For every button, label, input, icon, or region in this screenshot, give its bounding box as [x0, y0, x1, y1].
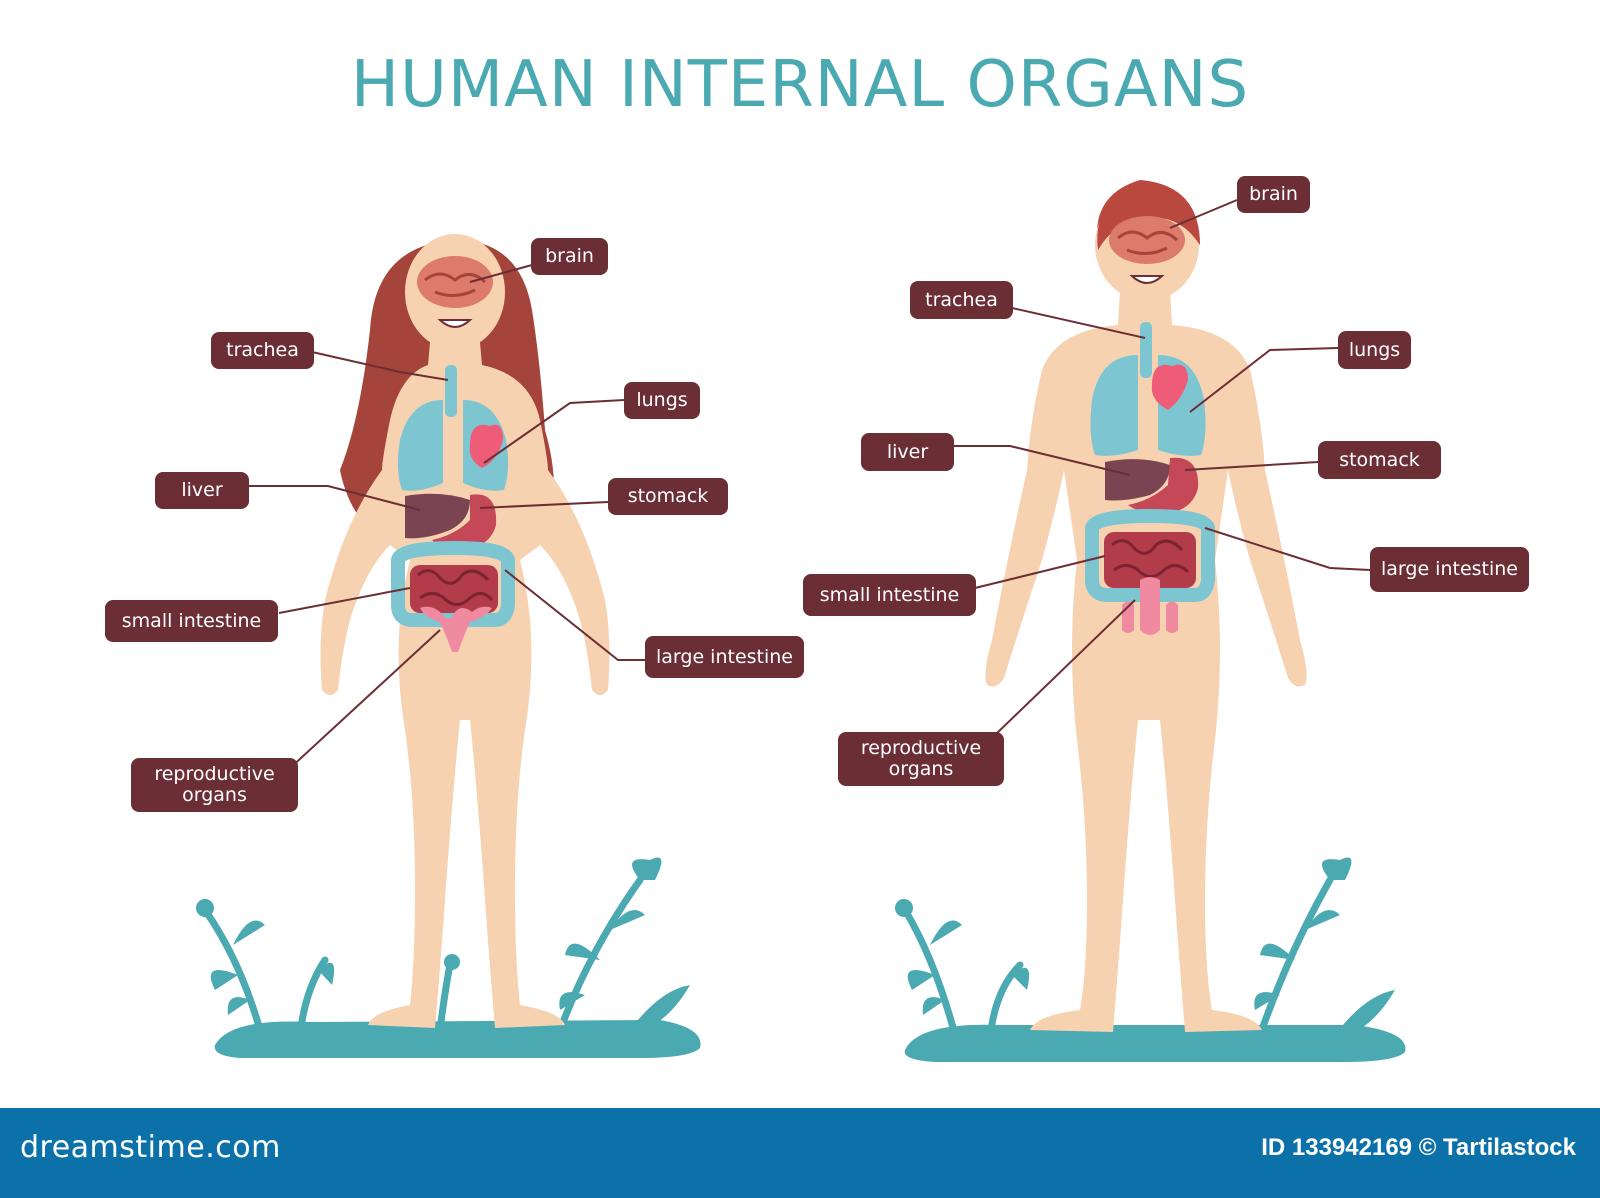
footer-site-link[interactable]: dreamstime.com: [20, 1130, 281, 1165]
male-label-trachea: trachea: [910, 281, 1013, 319]
female-label-trachea: trachea: [211, 332, 314, 369]
male-line-small-intestine: [974, 555, 1106, 589]
female-label-liver: liver: [155, 472, 249, 509]
female-plants: [196, 857, 690, 1039]
female-line-stomach: [479, 501, 609, 509]
female-small-intestine: [410, 565, 498, 613]
female-heart: [469, 424, 503, 468]
male-label-liver: liver: [861, 433, 954, 471]
male-label-large-intestine: large intestine: [1370, 547, 1529, 592]
male-line-stomach: [1184, 461, 1319, 471]
male-trachea: [1140, 322, 1152, 378]
female-lung-left: [397, 400, 443, 491]
female-line-reproductive: [287, 629, 441, 771]
female-figure: [196, 234, 701, 1058]
male-figure: [895, 180, 1406, 1062]
male-label-reproductive: reproductive organs: [838, 732, 1004, 786]
male-line-liver: [954, 445, 1131, 476]
male-line-reproductive: [994, 599, 1136, 736]
female-liver: [405, 493, 470, 539]
female-brain: [417, 256, 493, 308]
female-large-intestine: [391, 540, 515, 627]
male-small-intestine: [1104, 532, 1196, 588]
male-stomach: [1128, 457, 1199, 514]
female-smile: [437, 319, 473, 328]
female-line-small-intestine: [278, 587, 411, 614]
female-label-reproductive: reproductive organs: [131, 758, 298, 812]
footer-bar: dreamstime.com ID 133942169 © Tartilasto…: [0, 1108, 1600, 1198]
female-line-large-intestine: [504, 569, 645, 661]
female-line-trachea: [311, 351, 449, 381]
female-trachea: [445, 365, 457, 417]
female-reproductive: [420, 606, 492, 652]
diagram-title: HUMAN INTERNAL ORGANS: [350, 48, 1250, 122]
male-body: [985, 290, 1307, 1032]
male-plants: [895, 857, 1395, 1042]
male-smile: [1129, 275, 1165, 284]
male-ground: [904, 1024, 1406, 1062]
male-line-large-intestine: [1204, 527, 1371, 571]
female-line-liver: [249, 485, 421, 511]
footer-credit: ID 133942169 © Tartilastock: [1261, 1134, 1576, 1161]
male-heart: [1151, 364, 1188, 410]
male-brain: [1109, 216, 1185, 264]
female-body: [320, 320, 610, 1028]
male-label-brain: brain: [1237, 176, 1310, 213]
male-line-brain: [1169, 199, 1238, 229]
male-label-lungs: lungs: [1338, 331, 1411, 369]
male-lung-left: [1090, 355, 1138, 456]
male-reproductive: [1122, 577, 1178, 635]
female-label-large-intestine: large intestine: [645, 636, 804, 678]
female-label-small-intestine: small intestine: [105, 600, 278, 642]
male-liver: [1105, 459, 1170, 501]
male-line-trachea: [1011, 307, 1146, 339]
female-line-lungs: [483, 399, 625, 464]
leader-lines: [249, 199, 1371, 771]
male-line-lungs: [1189, 347, 1339, 413]
male-label-stomach: stomack: [1318, 441, 1441, 479]
female-label-lungs: lungs: [624, 382, 700, 419]
male-label-small-intestine: small intestine: [803, 574, 976, 616]
female-label-brain: brain: [531, 238, 608, 275]
female-line-brain: [469, 264, 533, 283]
anatomy-diagram: [196, 180, 1406, 1062]
female-label-stomach: stomack: [608, 478, 728, 515]
female-ground: [214, 1020, 701, 1058]
male-large-intestine: [1085, 508, 1215, 602]
